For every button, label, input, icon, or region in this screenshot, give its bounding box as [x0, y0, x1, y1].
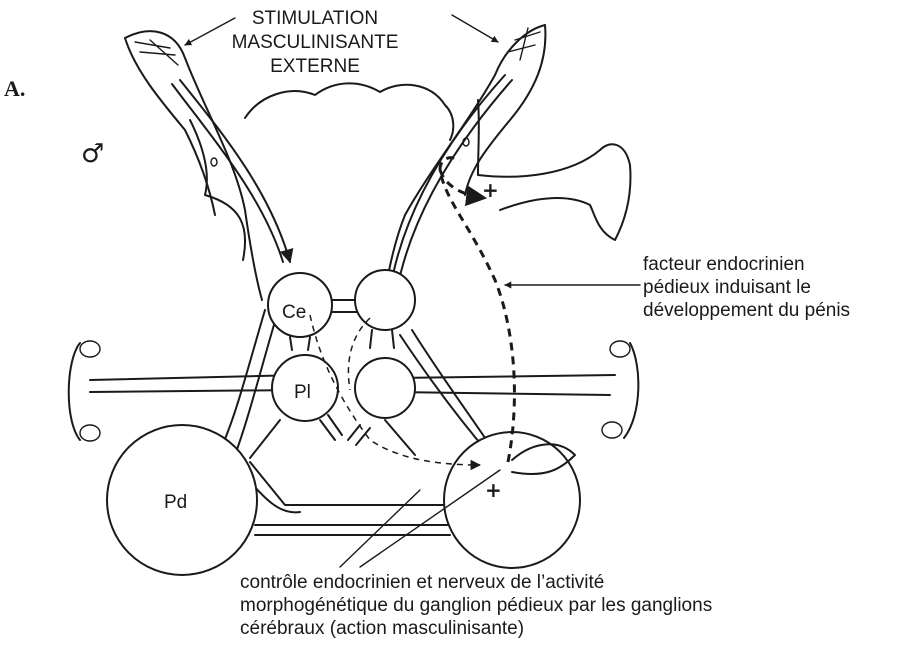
endocrine-factor-line2: pédieux induisant le — [643, 277, 811, 298]
stimulation-arrow-left — [185, 18, 235, 45]
male-symbol: ♂ — [81, 139, 104, 169]
tentacle-nerves — [172, 75, 512, 290]
right-cerebro-pleural-neck — [370, 330, 394, 348]
penis-lobe-outline — [478, 100, 630, 240]
left-body-side — [190, 120, 245, 260]
right-lower-nerve-end — [602, 422, 622, 438]
right-cerebral-ganglion — [355, 270, 415, 330]
left-tentacle-outer — [125, 31, 262, 300]
right-pedal-ganglion — [444, 432, 580, 568]
left-lateral-nerve-upper — [90, 375, 300, 380]
pedal-ganglion-label: Pd — [164, 492, 187, 513]
control-label-line1: contrôle endocrinien et nerveux de l’act… — [240, 572, 604, 593]
pedal-plus-sign: + — [485, 478, 502, 502]
endocrine-factor-line3: développement du pénis — [643, 300, 850, 321]
control-label-line2: morphogénétique du ganglion pédieux par … — [240, 595, 712, 616]
right-lateral-arc — [624, 343, 638, 438]
control-label-line3: cérébraux (action masculinisante) — [240, 618, 524, 639]
left-tentacle-tip-lines — [135, 40, 178, 65]
left-eye — [211, 158, 217, 166]
panel-label: A. — [4, 76, 25, 101]
stimulation-label-line1: STIMULATION — [252, 8, 378, 29]
right-pleural-ganglion — [355, 358, 415, 418]
pleural-ganglion-label: Pl — [294, 382, 311, 403]
cerebral-ganglion-label: Ce — [282, 302, 306, 323]
left-pleuro-pedal — [250, 420, 280, 458]
pedal-endocrine-factor-path — [440, 158, 514, 462]
left-lateral-nerve-lower — [90, 390, 300, 392]
left-tentacle-nerve-b — [172, 84, 283, 262]
ganglia — [107, 270, 580, 575]
right-pleuro-pedal — [385, 420, 415, 455]
right-tentacle-tip-lines — [508, 28, 540, 60]
right-tentacle-outer — [385, 25, 545, 290]
stimulation-label-line2: MASCULINISANTE — [232, 32, 399, 53]
stimulation-label-line3: EXTERNE — [270, 56, 360, 77]
left-tentacle-inner — [125, 38, 215, 215]
left-lower-nerve-end — [80, 425, 100, 441]
stimulation-arrow-right — [452, 15, 498, 42]
penis-plus-sign: + — [482, 178, 499, 202]
right-upper-nerve-end — [610, 341, 630, 357]
left-upper-nerve-end — [80, 341, 100, 357]
left-cerebro-pleural-neck — [290, 337, 310, 350]
left-lateral-arc — [69, 343, 80, 440]
right-lateral-nerve-lower — [395, 392, 610, 395]
left-visceral-stubs — [320, 415, 342, 440]
control-leader-1 — [340, 490, 420, 567]
endocrine-factor-line1: facteur endocrinien — [643, 254, 805, 275]
left-pedal-triangle — [250, 462, 450, 505]
head-contour — [245, 83, 453, 140]
